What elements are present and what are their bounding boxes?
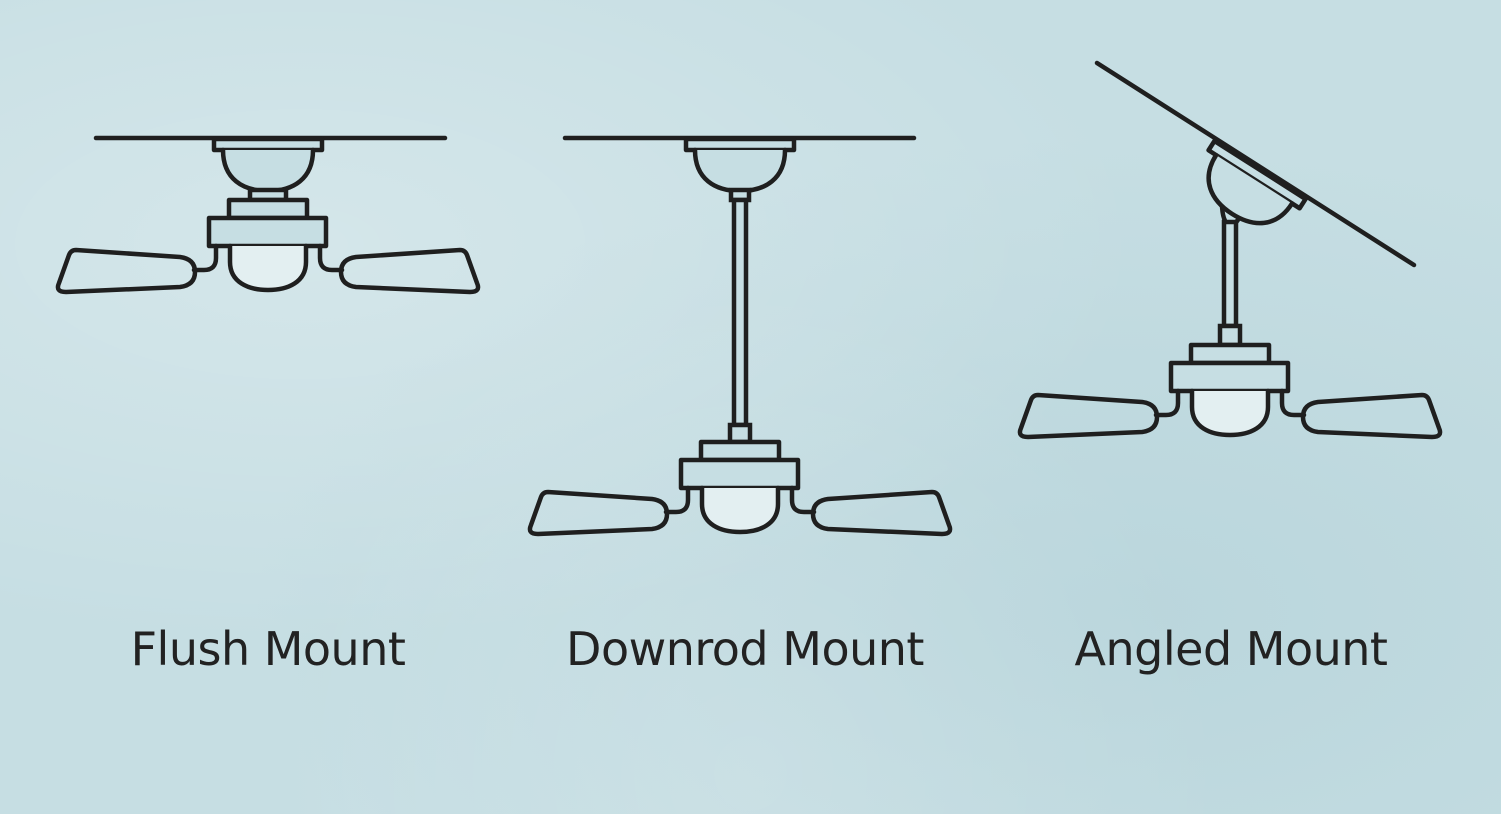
sloped-ceiling-line (1094, 60, 1417, 268)
downrod-mount-label: Downrod Mount (566, 622, 924, 676)
fan-body (1020, 345, 1440, 437)
fan-body (530, 442, 950, 534)
flush-mount-illustration (58, 135, 478, 292)
angled-mount-illustration (1020, 60, 1440, 437)
canopy (686, 139, 794, 191)
flush-mount-label: Flush Mount (130, 622, 406, 676)
downrod-mount-illustration (530, 135, 950, 534)
downrod (731, 197, 749, 428)
fan-body (58, 200, 478, 292)
canopy (214, 139, 322, 191)
downrod (1221, 219, 1239, 329)
angled-mount-label: Angled Mount (1074, 622, 1388, 676)
